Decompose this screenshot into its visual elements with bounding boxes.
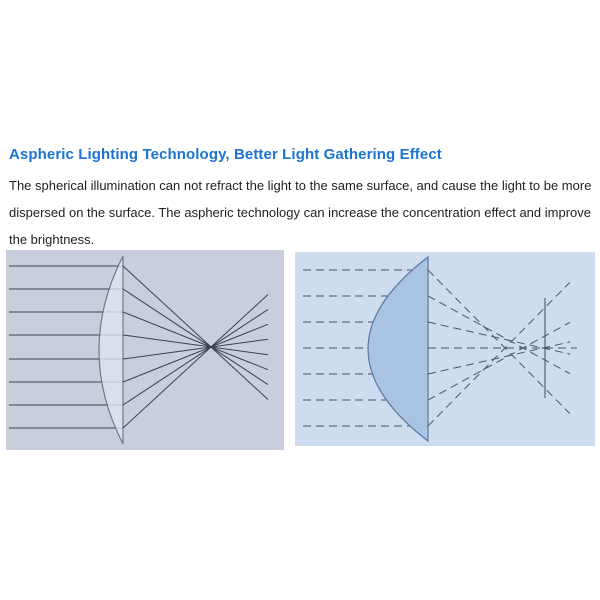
spherical-refracted-rays — [427, 269, 577, 427]
spherical-lens-shape — [367, 255, 429, 443]
spherical-lens-diagram — [295, 252, 595, 446]
aspheric-lens-diagram — [6, 250, 284, 450]
spherical-incident-rays — [303, 269, 412, 427]
aspheric-panel-background — [6, 250, 284, 450]
body-line-3: the brightness. — [9, 232, 95, 247]
aspheric-lens-svg — [6, 250, 284, 450]
section-body: The spherical illumination can not refra… — [9, 172, 591, 253]
lens-diagrams-row — [0, 250, 600, 450]
spherical-lens-svg — [295, 252, 595, 446]
section-title: Aspheric Lighting Technology, Better Lig… — [9, 146, 442, 163]
body-line-2: dispersed on the surface. The aspheric t… — [9, 205, 591, 220]
aspheric-incident-rays — [9, 265, 123, 429]
aspheric-refracted-rays — [122, 265, 269, 429]
body-line-1: The spherical illumination can not refra… — [9, 178, 592, 193]
aspheric-lens-shape — [98, 255, 124, 445]
spherical-panel-background — [295, 252, 595, 446]
